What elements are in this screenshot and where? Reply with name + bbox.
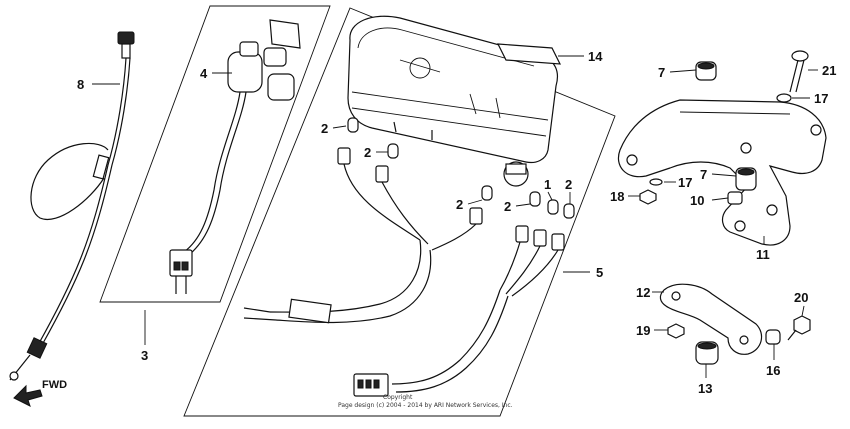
- ignition-switch: [169, 19, 301, 294]
- grommet-7-mid: [735, 167, 757, 191]
- lower-bracket-12: [659, 283, 763, 355]
- washer-17-top: [776, 93, 792, 103]
- callout-11: 11: [756, 247, 770, 262]
- indicator-strip: [496, 43, 562, 65]
- bracket-hole: [671, 291, 681, 301]
- bulb-sockets: [337, 117, 575, 251]
- grommet-13: [695, 341, 719, 365]
- meter-bracket: [617, 99, 827, 246]
- callout-1: 1: [544, 177, 551, 192]
- speedometer-cable: [9, 31, 135, 381]
- callout-8: 8: [77, 77, 84, 92]
- callout-18: 18: [610, 189, 624, 204]
- collar-16: [765, 329, 781, 345]
- callout-10: 10: [690, 193, 704, 208]
- callout-19: 19: [636, 323, 650, 338]
- bracket-hole: [739, 335, 749, 345]
- bolt-21: [789, 50, 809, 93]
- copyright-line2: Page design (c) 2004 - 2014 by ARI Netwo…: [338, 402, 513, 409]
- callout-13: 13: [698, 381, 712, 396]
- meter-wire-harness: [243, 163, 559, 397]
- grommet-7-top: [695, 61, 717, 81]
- callout-17a: 17: [814, 91, 828, 106]
- callout-2a: 2: [321, 121, 328, 136]
- callout-2b: 2: [364, 145, 371, 160]
- callout-2e: 2: [565, 177, 572, 192]
- callout-17b: 17: [678, 175, 692, 190]
- callout-16: 16: [766, 363, 780, 378]
- callout-5: 5: [596, 265, 603, 280]
- nut-18: [639, 189, 657, 205]
- fwd-arrow-icon: [13, 384, 43, 407]
- fwd-label: FWD: [42, 379, 67, 391]
- meter-assembly: [347, 15, 559, 187]
- callout-14: 14: [588, 49, 603, 64]
- collar-10: [727, 191, 743, 205]
- callout-21: 21: [822, 63, 836, 78]
- callout-7b: 7: [700, 167, 707, 182]
- leader-lines: [92, 55, 818, 378]
- callout-2d: 2: [504, 199, 511, 214]
- callout-3: 3: [141, 348, 148, 363]
- copyright-line1: Copyright: [383, 394, 413, 401]
- callout-2c: 2: [456, 197, 463, 212]
- nut-19: [667, 323, 685, 339]
- callout-12: 12: [636, 285, 650, 300]
- bolt-20: [787, 315, 811, 341]
- callout-7a: 7: [658, 65, 665, 80]
- callout-4: 4: [200, 66, 208, 81]
- callout-20: 20: [794, 290, 808, 305]
- washer-17-mid: [649, 178, 663, 186]
- group-frame-3: [99, 5, 331, 303]
